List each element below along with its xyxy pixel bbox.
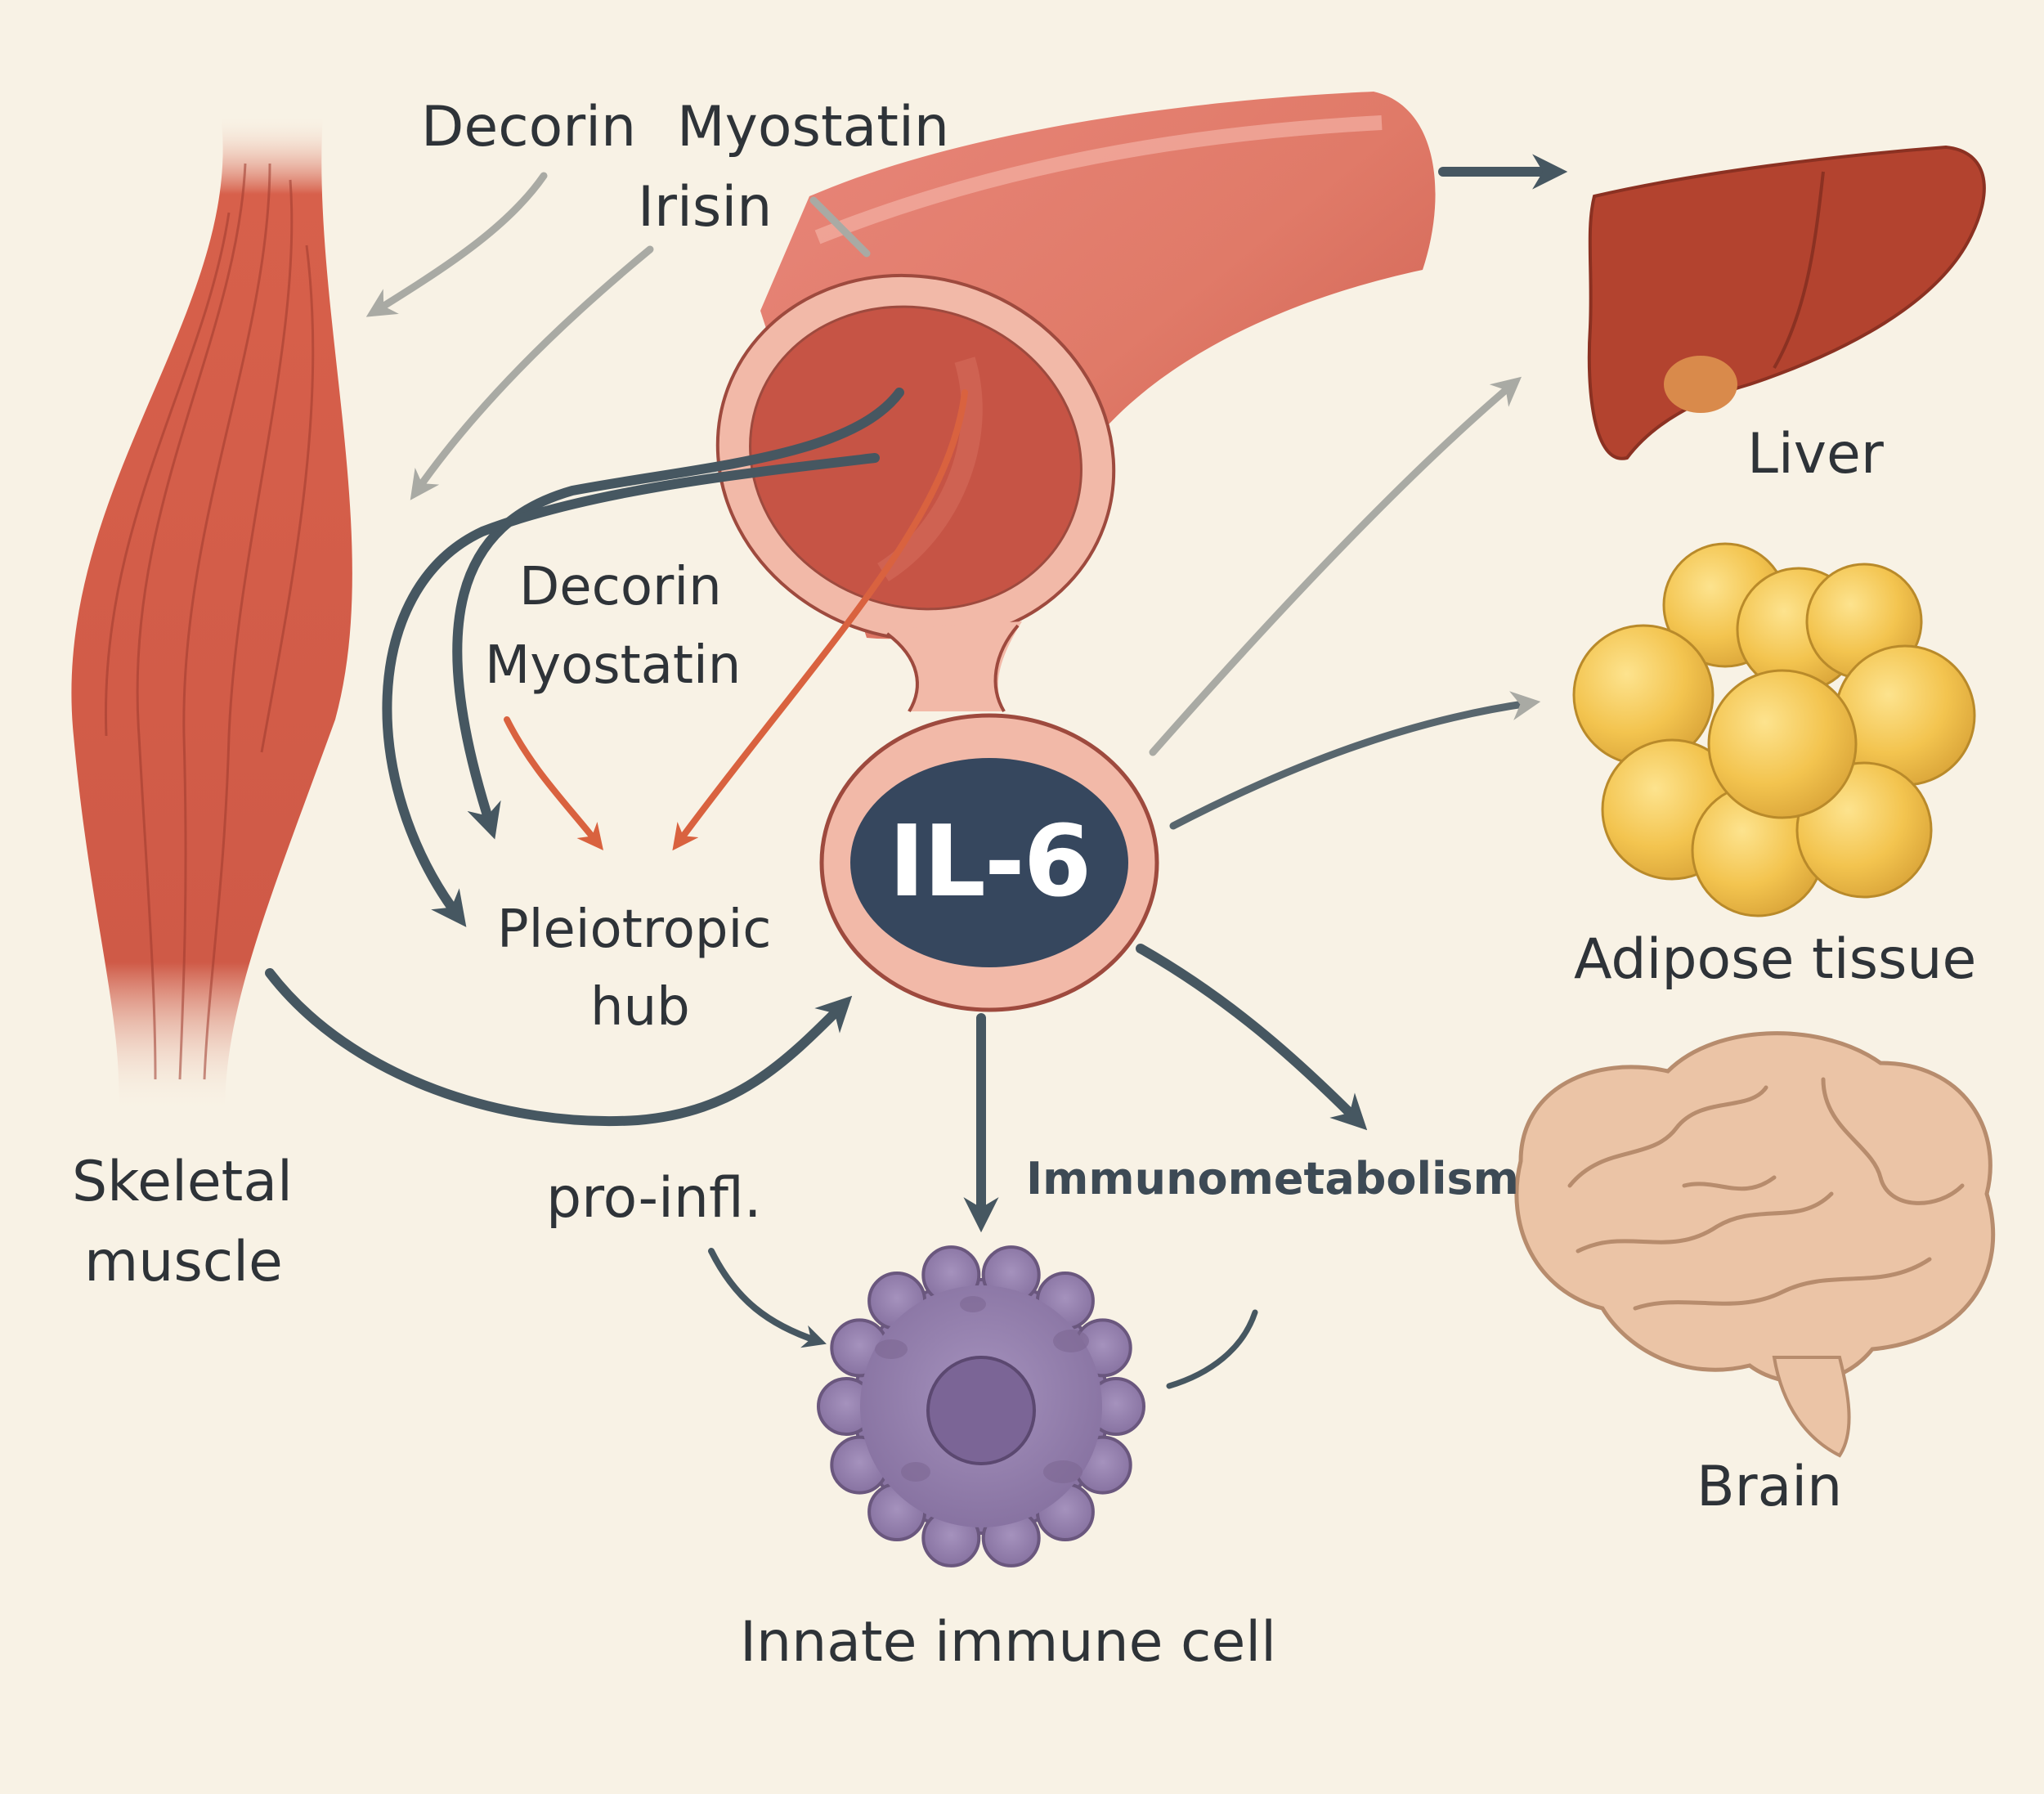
dark-signal-arrows (265, 154, 1568, 1389)
grey-signal-arrows (365, 172, 1541, 830)
label-adipose: Adipose tissue (1574, 927, 1977, 992)
label-top-irisin: Irisin (638, 175, 773, 240)
label-mid-myostatin: Myostatin (485, 635, 742, 696)
label-muscle: muscle (84, 1230, 283, 1294)
brain-illustration (1514, 1031, 1996, 1458)
label-pro-infl: pro-infl. (546, 1166, 762, 1231)
label-liver: Liver (1747, 422, 1884, 487)
liver-illustration (1587, 145, 1986, 460)
label-mid-decorin: Decorin (519, 557, 722, 617)
label-hub: hub (590, 977, 690, 1038)
innate-immune-cell-illustration (817, 1245, 1145, 1568)
blood-vessel-illustration (715, 92, 1436, 713)
label-top-myostatin: Myostatin (677, 95, 949, 159)
skeletal-muscle-illustration (71, 114, 352, 1112)
label-il6: IL-6 (888, 805, 1091, 919)
il6-capsule (819, 713, 1159, 1012)
label-skeletal: Skeletal (72, 1150, 293, 1214)
label-top-decorin: Decorin (421, 95, 637, 159)
label-brain: Brain (1697, 1455, 1843, 1519)
label-pleiotropic: Pleiotropic (497, 899, 772, 960)
label-immunometabolism: Immunometabolism (1026, 1153, 1519, 1204)
orange-signal-arrows (504, 389, 968, 851)
adipose-tissue-illustration (1572, 542, 1976, 917)
label-innate-immune-cell: Innate immune cell (740, 1610, 1277, 1675)
